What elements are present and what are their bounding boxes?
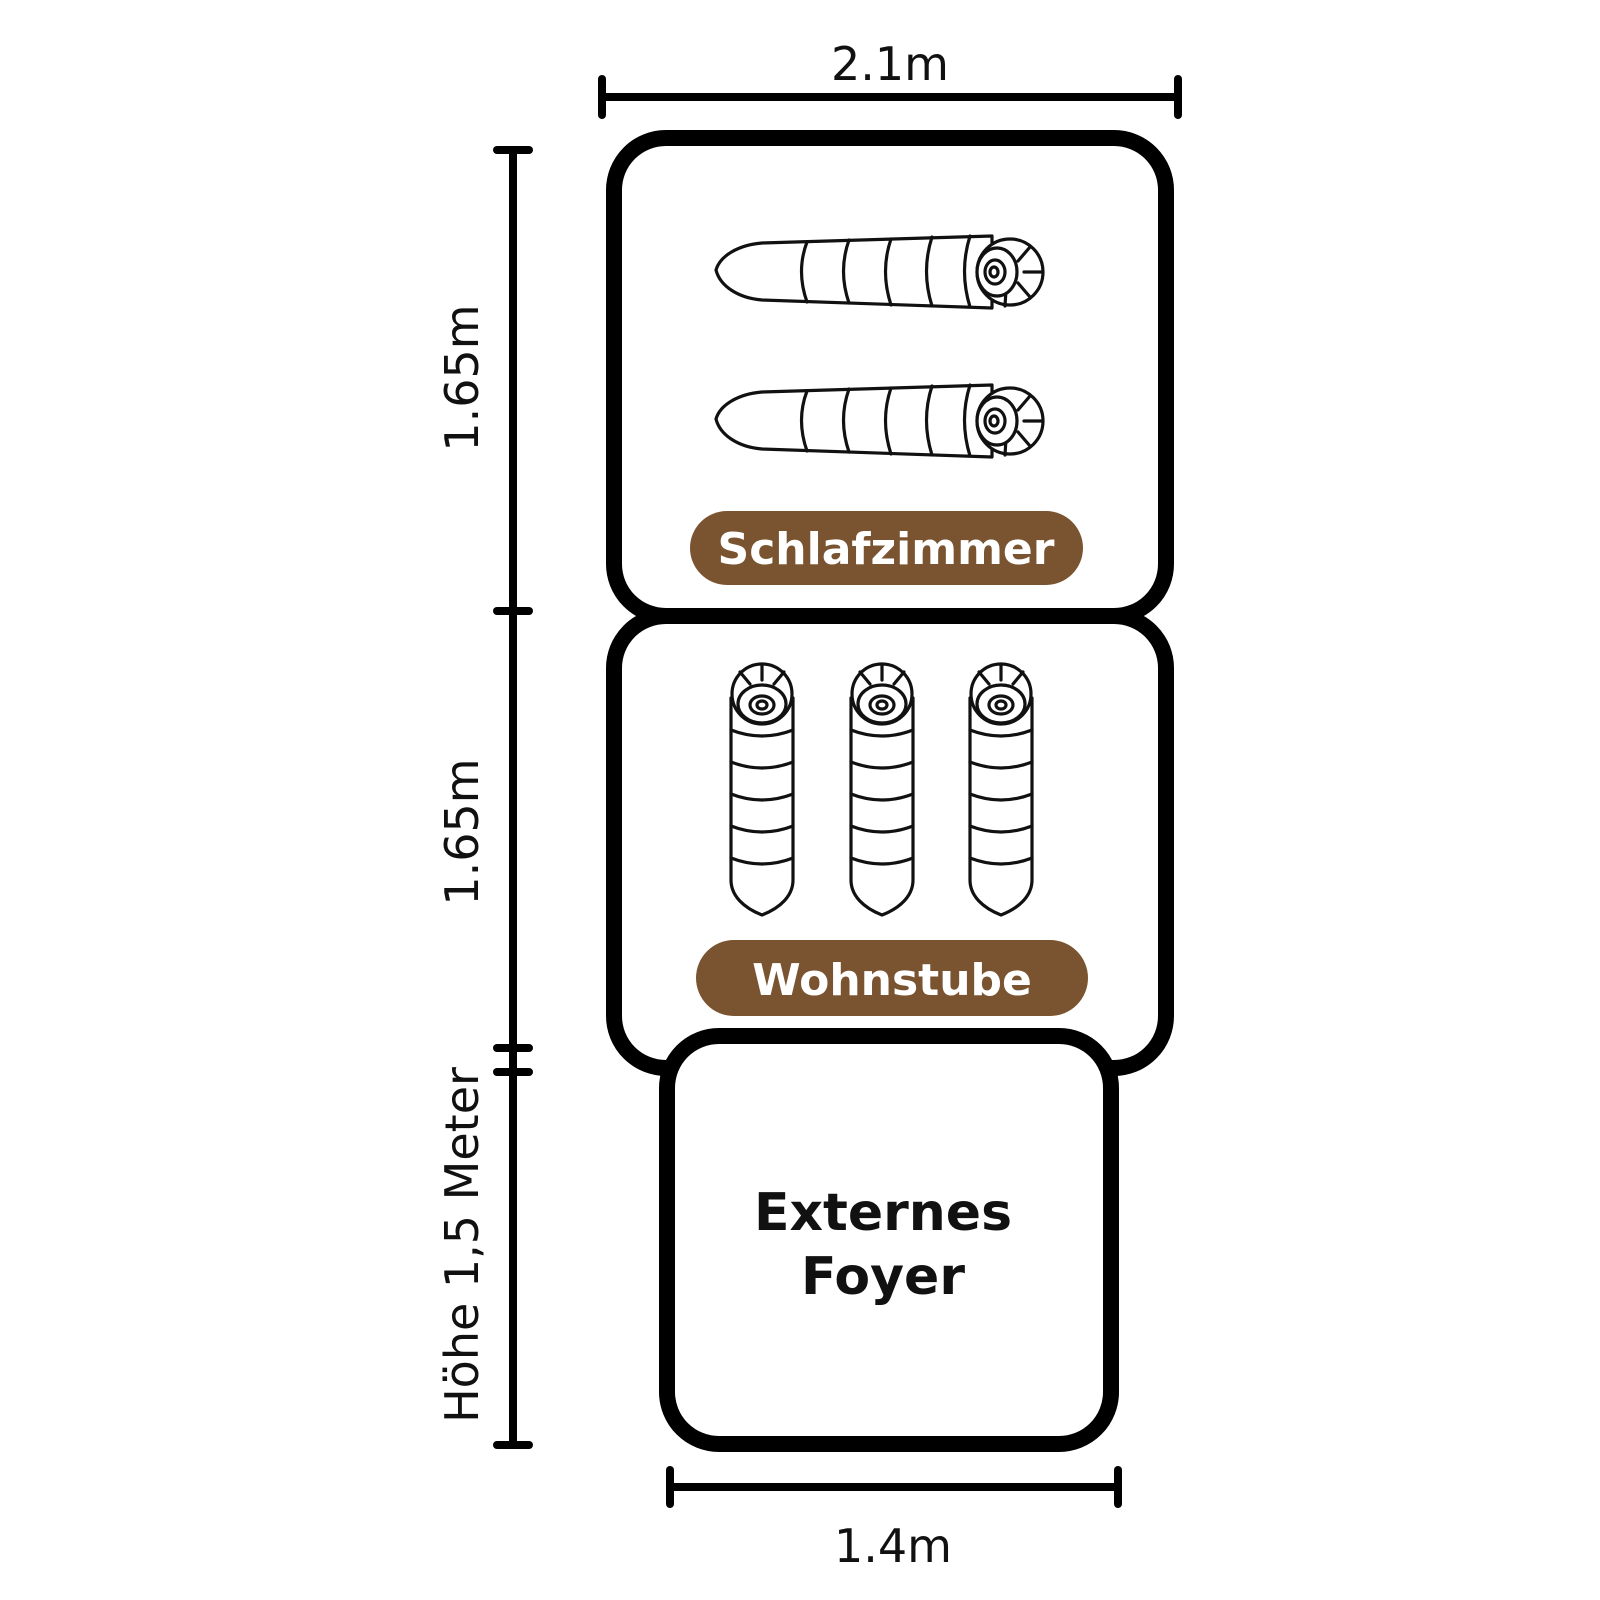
sleeping-bag-icon xyxy=(714,383,1045,459)
foyer-label-line2: Foyer xyxy=(801,1247,965,1307)
foyer-label-line1: Externes xyxy=(754,1183,1012,1243)
height-dimension xyxy=(493,146,533,1449)
living-depth-label: 1.65m xyxy=(435,758,489,905)
sleeping-bag-icon xyxy=(849,662,915,917)
top-width-dimension: 2.1m xyxy=(598,37,1182,119)
bottom-width-label: 1.4m xyxy=(834,1519,952,1573)
foyer xyxy=(659,1028,1119,1452)
height-label: Höhe 1,5 Meter xyxy=(435,1067,489,1423)
bedroom-label: Schlafzimmer xyxy=(718,524,1055,575)
top-width-label: 2.1m xyxy=(831,37,949,91)
bedroom-badge: Schlafzimmer xyxy=(690,511,1083,585)
sleeping-bag-icon xyxy=(714,234,1045,310)
living-label: Wohnstube xyxy=(752,955,1032,1006)
bottom-width-dimension: 1.4m xyxy=(666,1466,1122,1573)
bedroom-depth-label: 1.65m xyxy=(435,304,489,451)
sleeping-bag-icon xyxy=(729,662,795,917)
sleeping-bag-icon xyxy=(968,662,1034,917)
living-badge: Wohnstube xyxy=(696,940,1088,1016)
